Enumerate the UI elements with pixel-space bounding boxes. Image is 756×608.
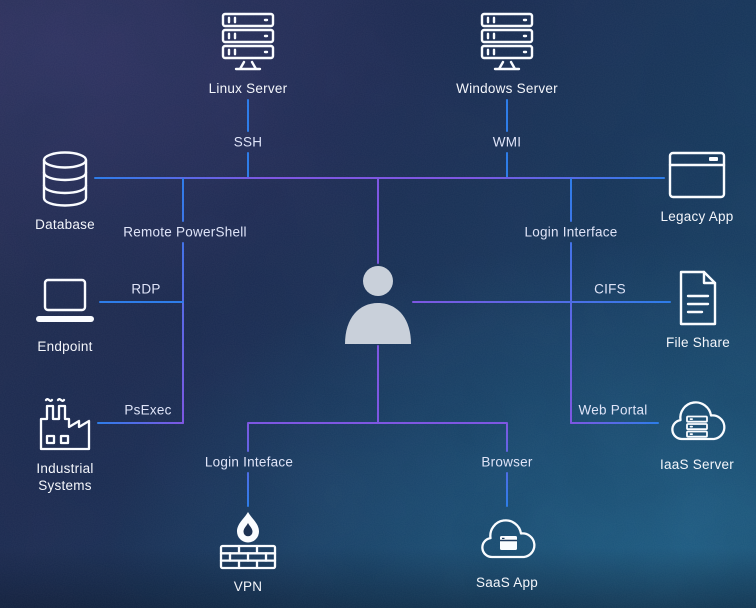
iaas-server-icon bbox=[671, 401, 726, 441]
node-label-windows-server: Windows Server bbox=[456, 81, 558, 96]
window-shape bbox=[500, 536, 517, 550]
edge-label-remote-powershell: Remote PowerShell bbox=[123, 224, 247, 240]
industrial-systems-icon bbox=[39, 398, 91, 451]
node-database: Database bbox=[5, 150, 125, 233]
flame-inner bbox=[243, 523, 253, 537]
node-label-linux-server: Linux Server bbox=[208, 81, 288, 96]
node-label-saas-app: SaaS App bbox=[475, 575, 539, 590]
node-saas-app: SaaS App bbox=[447, 512, 567, 591]
node-file-share: File Share bbox=[638, 270, 756, 351]
edge-label-browser: Browser bbox=[481, 454, 533, 470]
linux-server-icon bbox=[221, 12, 275, 71]
vpn-icon bbox=[219, 512, 277, 570]
edge-label-wmi: WMI bbox=[492, 134, 522, 150]
node-label-industrial-systems: Industrial Systems bbox=[36, 461, 94, 493]
edge-label-cifs: CIFS bbox=[594, 281, 626, 297]
node-vpn: VPN bbox=[188, 510, 308, 595]
edge-label-ssh: SSH bbox=[233, 134, 263, 150]
edge-label-web-portal: Web Portal bbox=[578, 402, 648, 418]
legacy-app-icon bbox=[668, 151, 726, 199]
windows-server-icon bbox=[480, 12, 534, 71]
endpoint-icon bbox=[36, 278, 94, 322]
edge-label-psexec: PsExec bbox=[124, 402, 172, 418]
edge-label-login-interface: Login Interface bbox=[524, 224, 618, 240]
node-linux-server: Linux Server bbox=[188, 12, 308, 97]
edge-label-rdp: RDP bbox=[131, 281, 161, 297]
user-icon bbox=[345, 266, 411, 344]
database-icon bbox=[42, 151, 88, 207]
edge-label-login-inteface: Login Inteface bbox=[204, 454, 294, 470]
node-industrial-systems: Industrial Systems bbox=[5, 394, 125, 494]
node-label-endpoint: Endpoint bbox=[37, 339, 93, 354]
node-label-database: Database bbox=[35, 217, 95, 232]
file-share-icon bbox=[679, 270, 717, 326]
node-endpoint: Endpoint bbox=[5, 278, 125, 355]
node-user bbox=[333, 266, 423, 349]
node-windows-server: Windows Server bbox=[447, 12, 567, 97]
node-iaas-server: IaaS Server bbox=[637, 394, 756, 473]
node-legacy-app: Legacy App bbox=[637, 150, 756, 225]
node-label-file-share: File Share bbox=[665, 335, 731, 350]
node-label-legacy-app: Legacy App bbox=[660, 209, 734, 224]
node-label-iaas-server: IaaS Server bbox=[659, 457, 735, 472]
node-label-vpn: VPN bbox=[233, 579, 263, 594]
saas-app-icon bbox=[481, 519, 536, 559]
